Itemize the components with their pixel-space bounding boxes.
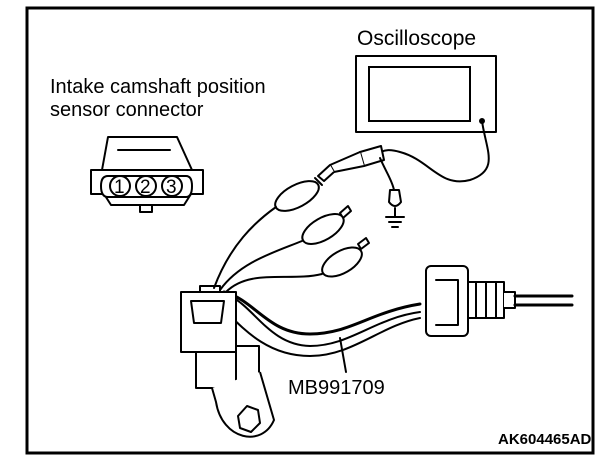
sensor-connector-label-line1: Intake camshaft position [50, 76, 266, 98]
sensor-connector: 1 2 3 [90, 136, 204, 213]
test-lead-3 [225, 237, 370, 293]
test-lead-2 [219, 205, 352, 291]
connector-pin-1 [109, 175, 131, 197]
figure-code: AK604465AD [498, 431, 592, 448]
connector-pin-2-label: 2 [140, 177, 151, 198]
harness-part-label: MB991709 [288, 377, 385, 399]
ground-clip [388, 189, 402, 207]
probe-head [317, 145, 385, 182]
harness-callout-line [339, 337, 347, 373]
oscilloscope-screen [368, 66, 471, 122]
oscilloscope [355, 55, 497, 133]
connector-pin-1-label: 1 [114, 177, 125, 198]
camshaft-position-sensor [180, 285, 275, 438]
harness-connector [425, 265, 574, 337]
sensor-connector-label-line2: sensor connector [50, 99, 204, 121]
connector-pin-3 [161, 175, 183, 197]
connector-pin-2 [135, 175, 157, 197]
connector-pin-3-label: 3 [166, 177, 177, 198]
ground-icon [385, 216, 405, 228]
sensor-mounting-bolt-icon [237, 405, 261, 433]
oscilloscope-label: Oscilloscope [357, 27, 476, 50]
oscilloscope-probe-cable [380, 120, 490, 183]
ground-lead [379, 157, 405, 228]
test-lead-1 [213, 177, 323, 289]
